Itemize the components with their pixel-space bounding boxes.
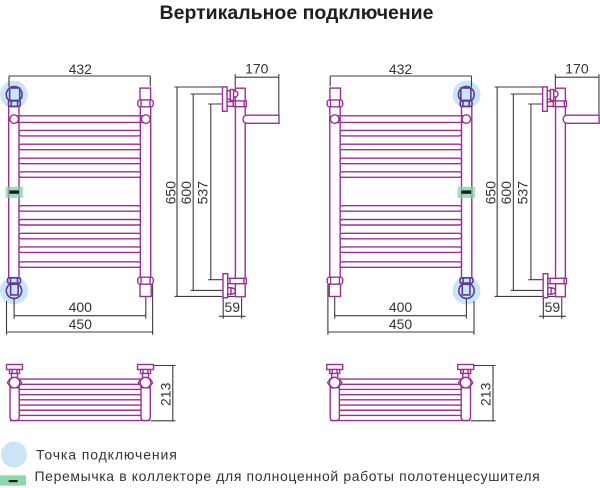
svg-text:600: 600 [178, 181, 194, 205]
svg-text:537: 537 [514, 181, 530, 205]
svg-text:59: 59 [545, 299, 561, 315]
svg-text:650: 650 [162, 181, 178, 205]
svg-text:650: 650 [483, 181, 499, 205]
svg-text:213: 213 [157, 382, 173, 406]
svg-text:450: 450 [389, 316, 413, 332]
svg-text:537: 537 [194, 181, 210, 205]
svg-text:600: 600 [498, 181, 514, 205]
svg-text:59: 59 [225, 299, 241, 315]
svg-text:432: 432 [69, 61, 93, 77]
svg-text:170: 170 [565, 60, 589, 76]
svg-text:Точка подключения: Точка подключения [36, 447, 178, 463]
svg-text:213: 213 [478, 382, 494, 406]
svg-text:Перемычка в коллекторе для пол: Перемычка в коллекторе для полноценной р… [35, 468, 541, 484]
svg-text:450: 450 [69, 316, 93, 332]
svg-text:400: 400 [389, 299, 413, 315]
svg-text:400: 400 [69, 299, 93, 315]
svg-text:432: 432 [389, 61, 413, 77]
svg-text:170: 170 [245, 60, 269, 76]
svg-text:Вертикальное подключение: Вертикальное подключение [160, 2, 434, 24]
